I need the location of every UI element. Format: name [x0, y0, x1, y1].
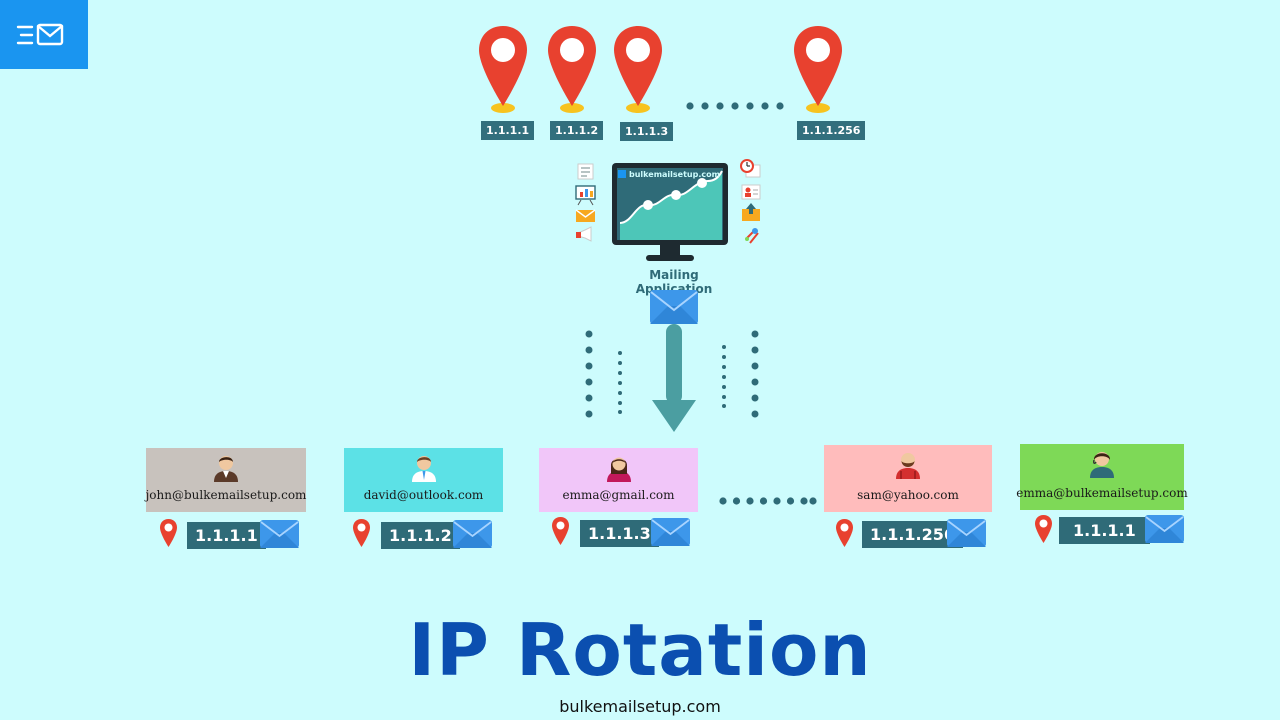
location-ip-tag: 1.1.1.256 [797, 121, 866, 140]
envelope-icon [651, 518, 690, 546]
page-title: IP Rotation [408, 608, 872, 692]
recipient-card: john@bulkemailsetup.com [146, 448, 306, 512]
envelope-icon [260, 520, 299, 548]
recipient-email: emma@bulkemailsetup.com [1016, 486, 1188, 500]
location-pin-icon [552, 517, 569, 545]
envelope-icon [650, 290, 698, 324]
recipient-card: emma@gmail.com [539, 448, 698, 512]
dots-column [585, 330, 593, 418]
location-pin-icon [836, 519, 853, 547]
recipient-ip: 1.1.1.2 [381, 522, 460, 549]
avatar [896, 453, 920, 479]
recipient-email: john@bulkemailsetup.com [145, 488, 307, 502]
location-pin-icon [612, 24, 664, 114]
dots-column [618, 351, 622, 414]
avatar [214, 456, 238, 482]
location-ip-tag: 1.1.1.2 [550, 121, 604, 140]
recipient-email: emma@gmail.com [562, 488, 675, 502]
footer-site: bulkemailsetup.com [559, 697, 721, 716]
location-pin-icon [353, 519, 370, 547]
envelope-icon [1145, 515, 1184, 543]
location-pin-icon [546, 24, 598, 114]
screen-brand: bulkemailsetup.com [629, 170, 720, 179]
avatar [411, 456, 436, 482]
ellipsis-dots [719, 497, 817, 505]
recipient-card: david@outlook.com [344, 448, 503, 512]
avatar [606, 457, 631, 482]
app-feature-icons-right [740, 159, 761, 244]
location-pin-icon [160, 519, 177, 547]
recipient-ip: 1.1.1.1 [187, 522, 266, 549]
logo[interactable] [0, 0, 88, 69]
down-arrow-icon [652, 324, 696, 432]
location-pin-icon [792, 24, 844, 114]
envelope-icon [453, 520, 492, 548]
monitor-icon: bulkemailsetup.com [612, 163, 728, 267]
menu-mail-icon [16, 23, 64, 46]
recipient-card: sam@yahoo.com [824, 445, 992, 512]
recipient-email: sam@yahoo.com [857, 488, 959, 502]
recipient-ip: 1.1.1.3 [580, 520, 659, 547]
location-pin-icon [477, 24, 529, 114]
recipient-ip: 1.1.1.256 [862, 521, 964, 548]
recipient-email: david@outlook.com [363, 488, 484, 502]
location-ip-tag: 1.1.1.1 [481, 121, 535, 140]
recipient-ip: 1.1.1.1 [1059, 517, 1150, 544]
avatar [1090, 452, 1114, 478]
dots-column [722, 345, 726, 408]
recipient-card: emma@bulkemailsetup.com [1016, 444, 1188, 510]
app-feature-icons-left [575, 163, 596, 242]
location-pin-icon [1035, 515, 1052, 543]
dots-column [751, 330, 759, 418]
envelope-icon [947, 519, 986, 547]
location-ip-tag: 1.1.1.3 [620, 122, 674, 141]
ellipsis-dots [686, 95, 786, 114]
